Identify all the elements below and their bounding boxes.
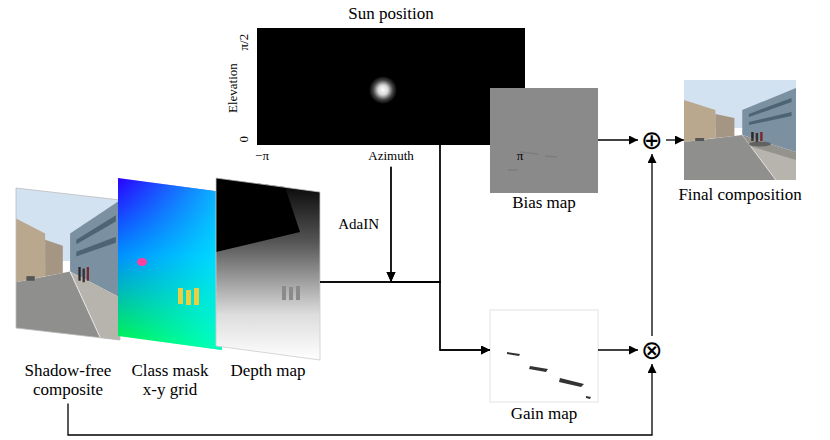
caption: Class maskx-y grid [115,362,225,399]
gain-shadows [507,352,591,399]
class-people [178,288,199,305]
final-image [684,80,796,180]
class-mask-grid: Class maskx-y grid [118,178,222,399]
bias-map: Bias map [490,88,598,213]
axis-label: −π [255,149,269,163]
image-frame [216,178,320,360]
operator-symbol: ⊕ [641,125,663,155]
connector [387,167,491,350]
connector [652,154,653,336]
depth-map: Depth map [216,178,320,381]
bias-detail [508,152,557,170]
cast-shadow [742,135,796,160]
caption: Depth map [213,362,323,381]
shadow-free-composite: Shadow-free composite [16,188,120,399]
connector-line [320,141,490,283]
connector-line [651,154,652,336]
depth-people [282,286,300,300]
caption-text: Class mask [115,362,225,381]
image-frame [16,188,120,340]
connector-line [598,139,638,140]
junction-arrowhead [387,272,396,282]
sun-blob [369,76,397,104]
connector-line [320,282,490,350]
caption: Gain map [479,405,609,424]
street-scene [684,80,796,180]
connector [320,141,490,283]
product-operator: ⊗ [638,336,666,364]
composite-image [16,188,120,340]
operator-symbol: ⊗ [641,335,663,365]
connector [598,140,638,141]
caption: Final composition [665,186,815,205]
caption: Bias map [479,194,609,213]
connector [666,140,684,141]
bias-image [490,88,598,193]
image-frame [684,80,796,180]
caption-text: Gain map [479,405,609,424]
class-mask-overlay [118,178,222,350]
axis-label: Elevation [226,63,240,113]
class-blob [137,258,147,266]
class-mask-image [118,178,222,350]
image-frame [490,310,598,402]
caption-text: x-y grid [115,381,225,400]
axis-label: 0 [237,136,251,143]
caption-text: Shadow-free composite [13,362,123,399]
sum-operator: ⊕ [638,126,666,154]
street-scene [16,188,120,340]
connector-line [391,167,490,350]
edge-label: AdaIN [336,216,381,233]
plot-title: Sun position [257,5,525,24]
sun-position-plot: Sun position [257,5,525,145]
caption: Shadow-free composite [13,362,123,399]
axis-label: π/2 [237,34,251,51]
final-composition: Final composition [684,80,796,205]
junction-arrowhead [387,272,396,282]
image-frame [257,28,525,145]
depth-image [216,178,320,360]
panel-edge [16,188,120,340]
panel-edge [216,178,320,360]
depth-far-region [216,178,300,252]
gain-map: Gain map [490,310,598,424]
caption-text: Final composition [665,186,815,205]
caption-text: Depth map [213,362,323,381]
connector-line [598,349,638,350]
connector [320,282,490,350]
axis-label: Azimuth [368,149,414,163]
axis-label: π [517,149,524,163]
gain-image [490,310,598,402]
connector [598,350,638,351]
caption-text: Bias map [479,194,609,213]
image-frame [118,178,222,350]
image-frame [490,88,598,193]
sun-plot-background [257,28,525,145]
connector-line [666,139,684,140]
